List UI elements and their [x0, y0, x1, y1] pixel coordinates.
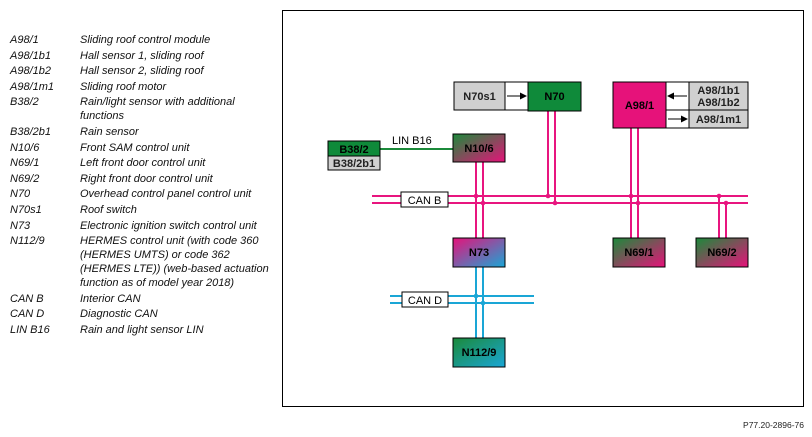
- a98-1m1-label: A98/1m1: [696, 114, 741, 126]
- n10-6-box: [452, 133, 506, 163]
- legend-desc: Hall sensor 1, sliding roof: [80, 49, 204, 62]
- legend-code: B38/2: [10, 96, 39, 109]
- legend-row: CAN B Interior CAN: [10, 292, 272, 306]
- network-diagram: LIN B16 N70s1 N70 A98/1 A98/1b1 A98/1b2 …: [327, 81, 749, 368]
- legend-desc: Rain sensor: [80, 125, 139, 138]
- can-b-drops: [475, 111, 727, 238]
- legend-desc: Interior CAN: [80, 292, 141, 305]
- legend-row: A98/1b1 Hall sensor 1, sliding roof: [10, 49, 272, 63]
- diagram-frame: [282, 10, 804, 407]
- can-b-label-box: [400, 191, 449, 208]
- n73-label: N73: [469, 247, 489, 259]
- b38-2b1-label: B38/2b1: [333, 158, 375, 170]
- n69-1-label: N69/1: [624, 247, 653, 259]
- legend-row: B38/2b1 Rain sensor: [10, 125, 272, 139]
- legend-row: N70s1 Roof switch: [10, 203, 272, 217]
- n69-1-box: [612, 237, 666, 268]
- legend-row: CAN D Diagnostic CAN: [10, 307, 272, 321]
- legend-row: LIN B16 Rain and light sensor LIN: [10, 323, 272, 337]
- legend-row: N112/9 HERMES control unit (with code 360…: [10, 234, 272, 290]
- a98-1-box: [612, 81, 667, 129]
- legend-code: LIN B16: [10, 323, 50, 336]
- legend-code: A98/1: [10, 34, 39, 46]
- legend-code: A98/1m1: [10, 80, 55, 93]
- legend-code: N69/1: [10, 157, 40, 170]
- legend-row: N70 Overhead control panel control unit: [10, 187, 272, 201]
- legend-code: N10/6: [10, 141, 40, 154]
- n69-2-box: [695, 237, 749, 268]
- can-b-label: CAN B: [408, 195, 442, 207]
- a98-1b1-label: A98/1b1: [697, 85, 739, 97]
- figure-reference: P77.20-2896-76: [743, 420, 804, 430]
- legend-desc: Hall sensor 2, sliding roof: [80, 65, 204, 78]
- legend: A98/1 Sliding roof control module A98/1b1…: [10, 33, 272, 339]
- n69-2-label: N69/2: [707, 247, 736, 259]
- legend-row: B38/2 Rain/light sensor with additional f…: [10, 95, 272, 123]
- legend-row: N69/2 Right front door control unit: [10, 172, 272, 186]
- n70s1-label: N70s1: [463, 91, 495, 103]
- legend-desc: HERMES control unit (with code 360 (HERM…: [80, 235, 269, 290]
- legend-row: A98/1m1 Sliding roof motor: [10, 80, 272, 94]
- a98-1m1-box: [688, 109, 749, 129]
- n112-9-box: [452, 337, 506, 368]
- can-d-label: CAN D: [408, 295, 442, 307]
- legend-code: N69/2: [10, 172, 40, 185]
- legend-desc: Electronic ignition switch control unit: [80, 219, 257, 232]
- legend-desc: Sliding roof control module: [80, 34, 211, 46]
- legend-desc: Diagnostic CAN: [80, 308, 158, 321]
- legend-code: B38/2b1: [10, 125, 51, 138]
- legend-code: N70: [10, 188, 31, 201]
- can-d-label-box: [401, 291, 449, 308]
- legend-row: A98/1 Sliding roof control module: [10, 33, 272, 47]
- legend-code: N70s1: [10, 203, 42, 216]
- legend-row: A98/1b2 Hall sensor 2, sliding roof: [10, 64, 272, 78]
- n112-9-label: N112/9: [462, 347, 497, 359]
- n73-box: [452, 237, 506, 268]
- a98-1-label: A98/1: [625, 100, 654, 112]
- legend-row: N10/6 Front SAM control unit: [10, 141, 272, 155]
- legend-code: CAN D: [10, 308, 45, 321]
- legend-desc: Rain/light sensor with additional functi…: [80, 96, 235, 123]
- legend-desc: Front SAM control unit: [80, 141, 190, 154]
- n70-label: N70: [544, 91, 564, 103]
- junction-dots: [473, 193, 729, 306]
- legend-code: N112/9: [10, 235, 45, 248]
- a98-1b2-label: A98/1b2: [697, 97, 739, 109]
- legend-desc: Rain and light sensor LIN: [80, 323, 204, 336]
- legend-code: A98/1b1: [10, 49, 51, 62]
- legend-code: N73: [10, 219, 31, 232]
- legend-row: N69/1 Left front door control unit: [10, 156, 272, 170]
- legend-code: A98/1b2: [10, 65, 51, 78]
- legend-code: CAN B: [10, 292, 44, 305]
- legend-row: N73 Electronic ignition switch control un…: [10, 219, 272, 233]
- legend-desc: Overhead control panel control unit: [80, 188, 252, 201]
- legend-desc: Roof switch: [80, 203, 137, 216]
- legend-desc: Sliding roof motor: [80, 80, 167, 93]
- lin-b16-label: LIN B16: [392, 135, 432, 147]
- b38-2b1-box: [327, 155, 381, 171]
- n10-6-label: N10/6: [464, 143, 493, 155]
- b38-2-label: B38/2: [339, 144, 368, 156]
- legend-desc: Left front door control unit: [80, 157, 206, 170]
- a98-1b1-b2-box: [688, 81, 749, 111]
- n70-box: [527, 81, 582, 112]
- legend-desc: Right front door control unit: [80, 172, 213, 185]
